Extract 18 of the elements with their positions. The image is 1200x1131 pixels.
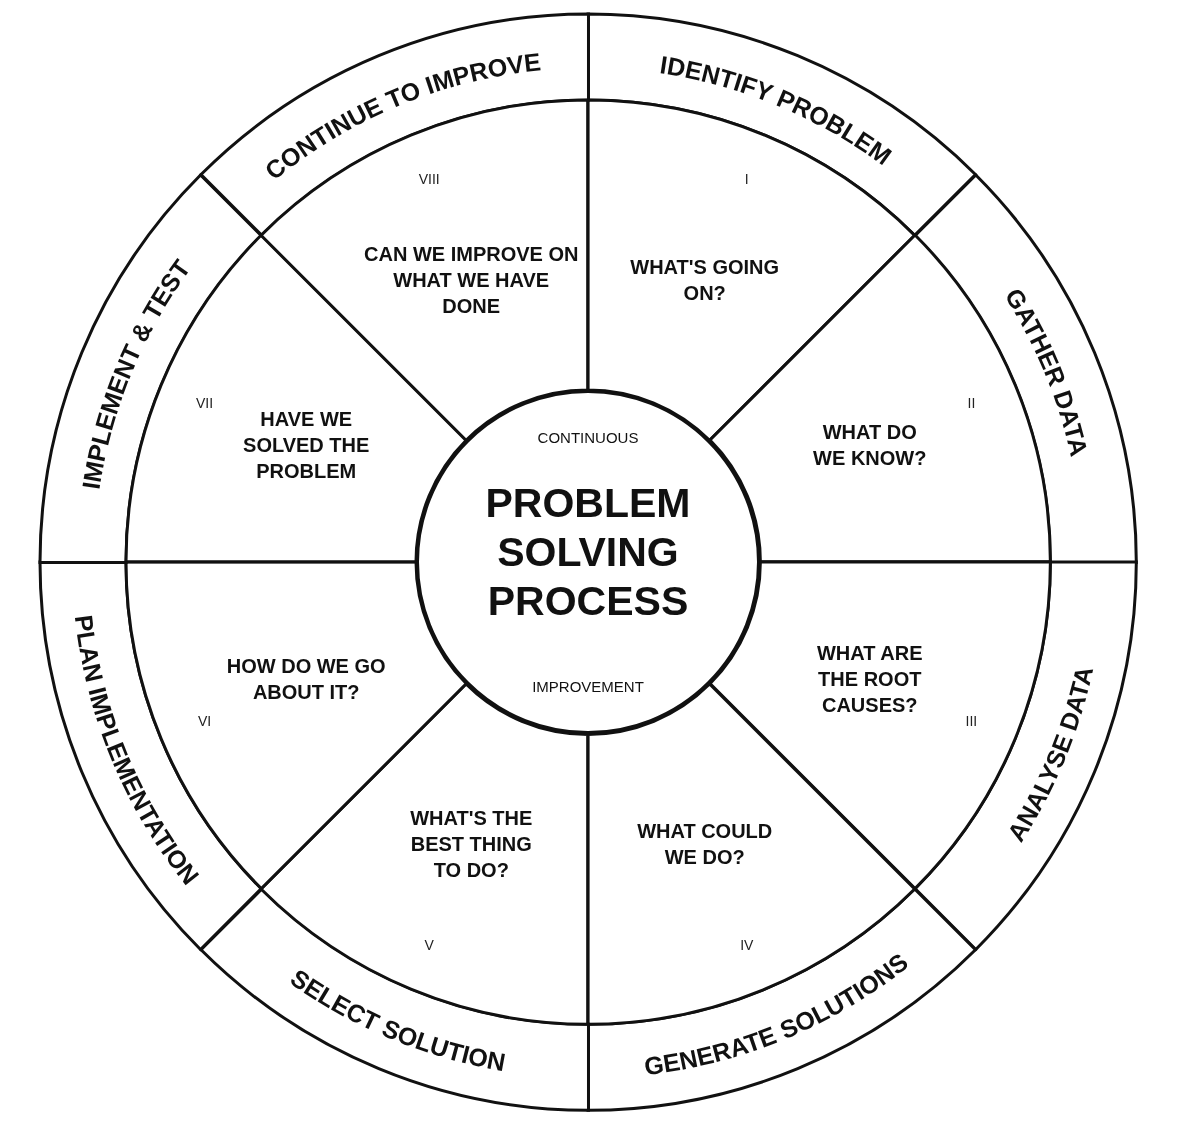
question-text: CAN WE IMPROVE ON WHAT WE HAVE DONE xyxy=(363,242,579,320)
roman-numeral: IV xyxy=(740,937,754,954)
center-title: PROBLEM SOLVING PROCESS xyxy=(484,479,692,627)
roman-numeral: VIII xyxy=(418,170,440,187)
roman-numeral: VII xyxy=(196,395,214,412)
center-subtitle: IMPROVEMENT xyxy=(531,678,645,696)
question-text: WHAT COULD WE DO? xyxy=(636,818,774,870)
question-text: HAVE WE SOLVED THE PROBLEM xyxy=(242,407,371,485)
question-text: WHAT'S THE BEST THING TO DO? xyxy=(409,805,534,883)
roman-numeral: III xyxy=(965,712,978,729)
question-text: WHAT ARE THE ROOT CAUSES? xyxy=(816,640,924,718)
roman-numeral: II xyxy=(967,395,976,412)
question-text: WHAT DO WE KNOW? xyxy=(812,420,928,472)
center-subtitle: CONTINUOUS xyxy=(536,429,640,447)
question-text: WHAT'S GOING ON? xyxy=(629,255,780,307)
roman-numeral: V xyxy=(424,937,434,954)
roman-numeral: I xyxy=(744,170,749,187)
question-text: HOW DO WE GO ABOUT IT? xyxy=(225,653,387,705)
